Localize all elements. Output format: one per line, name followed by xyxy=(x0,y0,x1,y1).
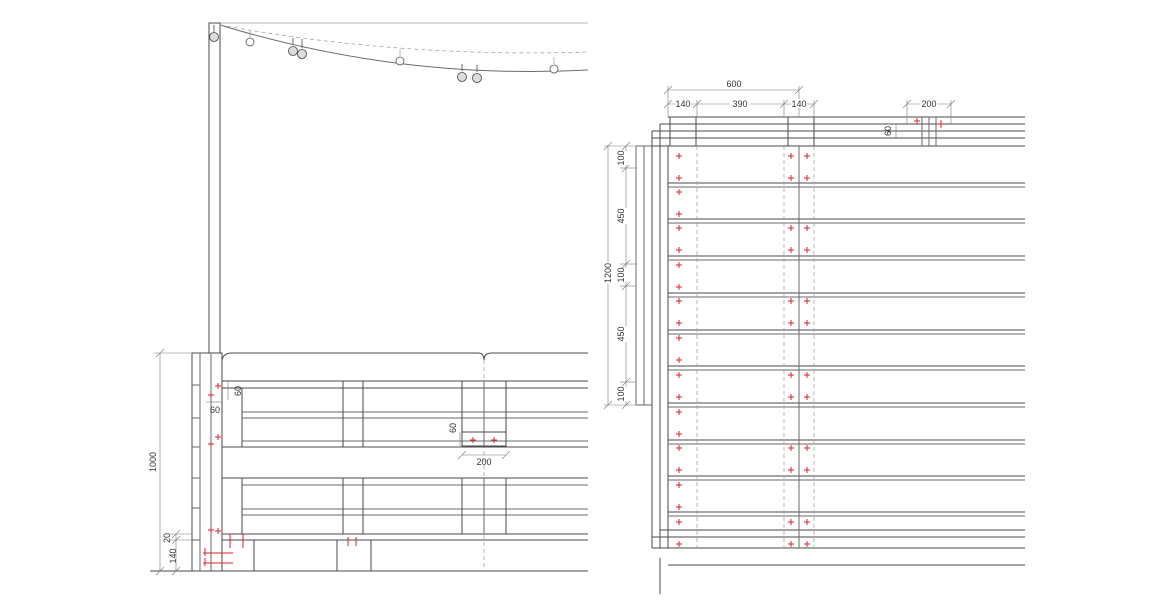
dim-side-60: 60 xyxy=(210,405,220,415)
fastener-cross xyxy=(804,394,810,400)
dim-top-60: 60 xyxy=(233,386,243,396)
fastener-cross xyxy=(676,394,682,400)
dim-total-depth: 1200 xyxy=(603,263,613,283)
dim-seg-2: 450 xyxy=(616,208,626,223)
lamp-post xyxy=(208,22,221,354)
fastener-cross xyxy=(788,394,794,400)
fastener-cross xyxy=(804,467,810,473)
fastener-cross xyxy=(788,519,794,525)
fastener-cross xyxy=(788,320,794,326)
dim-seg-4: 450 xyxy=(616,326,626,341)
dim-middle-width: 390 xyxy=(732,99,747,109)
fastener-cross xyxy=(676,175,682,181)
elevation-view: 1000 20 140 60 60 60 200 xyxy=(148,22,589,576)
fastener-cross xyxy=(676,519,682,525)
bulb-icon xyxy=(245,31,255,47)
light-wire-dashed xyxy=(219,24,589,54)
fastener-cross xyxy=(804,445,810,451)
fastener-cross xyxy=(804,519,810,525)
bulb-icon xyxy=(472,65,482,83)
bulb-icon xyxy=(549,57,559,74)
plan-planks xyxy=(652,182,1025,549)
plan-left-frame xyxy=(635,124,669,548)
fastener-cross xyxy=(676,320,682,326)
backrest-pallet xyxy=(221,380,588,572)
fastener-marks xyxy=(203,383,497,566)
plan-top-dimensions: 600 140 390 140 200 60 xyxy=(663,79,956,138)
fastener-cross xyxy=(676,467,682,473)
dim-seg-1: 100 xyxy=(616,150,626,165)
fastener-cross xyxy=(804,175,810,181)
fastener-cross xyxy=(804,247,810,253)
plan-back-edge xyxy=(652,116,1025,147)
fastener-cross xyxy=(676,225,682,231)
fastener-cross xyxy=(676,298,682,304)
fastener-cross xyxy=(804,320,810,326)
fastener-cross xyxy=(676,372,682,378)
fastener-cross xyxy=(788,247,794,253)
plan-view: 600 140 390 140 200 60 xyxy=(603,79,1025,594)
fastener-cross xyxy=(804,372,810,378)
dim-seg-5: 100 xyxy=(616,386,626,401)
cushion-outline xyxy=(221,352,588,363)
fastener-cross xyxy=(788,541,794,547)
dim-pallet-block: 140 xyxy=(168,548,178,563)
fastener-cross xyxy=(676,541,682,547)
bulb-icon xyxy=(297,39,307,59)
plan-support-beams xyxy=(696,146,815,548)
fastener-cross xyxy=(676,504,682,510)
dim-right-width: 140 xyxy=(791,99,806,109)
fastener-cross xyxy=(804,541,810,547)
fastener-cross xyxy=(788,175,794,181)
dim-detail-60: 60 xyxy=(883,126,893,136)
fastener-cross xyxy=(788,445,794,451)
dim-seg-3: 100 xyxy=(616,267,626,282)
fastener-cross xyxy=(676,431,682,437)
dim-left-width: 140 xyxy=(675,99,690,109)
dim-height: 1000 xyxy=(148,452,158,472)
plan-side-dimensions: 1200 100 450 100 450 100 xyxy=(603,141,636,410)
fastener-cross xyxy=(676,357,682,363)
fastener-cross xyxy=(788,225,794,231)
elevation-dimensions: 1000 20 140 60 60 60 200 xyxy=(148,348,511,576)
plan-fastener-marks xyxy=(676,153,810,547)
dim-cleat-200: 200 xyxy=(476,457,491,467)
fastener-cross xyxy=(676,482,682,488)
fastener-cross xyxy=(804,298,810,304)
dim-total-width: 600 xyxy=(726,79,741,89)
fastener-cross xyxy=(676,189,682,195)
bulb-icon xyxy=(457,64,467,82)
fastener-cross xyxy=(676,153,682,159)
fastener-cross xyxy=(788,153,794,159)
dim-cleat-60: 60 xyxy=(448,423,458,433)
fastener-cross xyxy=(788,467,794,473)
bulb-icon xyxy=(395,49,405,66)
fastener-cross xyxy=(788,298,794,304)
fastener-cross xyxy=(676,445,682,451)
fastener-cross xyxy=(676,284,682,290)
fastener-cross xyxy=(676,247,682,253)
fastener-cross xyxy=(804,153,810,159)
string-lights xyxy=(209,24,589,83)
dim-detail-width: 200 xyxy=(921,99,936,109)
fastener-cross xyxy=(804,225,810,231)
fastener-cross xyxy=(788,372,794,378)
bulb-icon xyxy=(209,25,219,42)
fastener-cross xyxy=(676,409,682,415)
dim-plank-gap: 20 xyxy=(162,533,172,543)
fastener-cross xyxy=(676,262,682,268)
fastener-cross xyxy=(676,211,682,217)
bulb-icon xyxy=(288,38,298,56)
fastener-cross xyxy=(676,335,682,341)
